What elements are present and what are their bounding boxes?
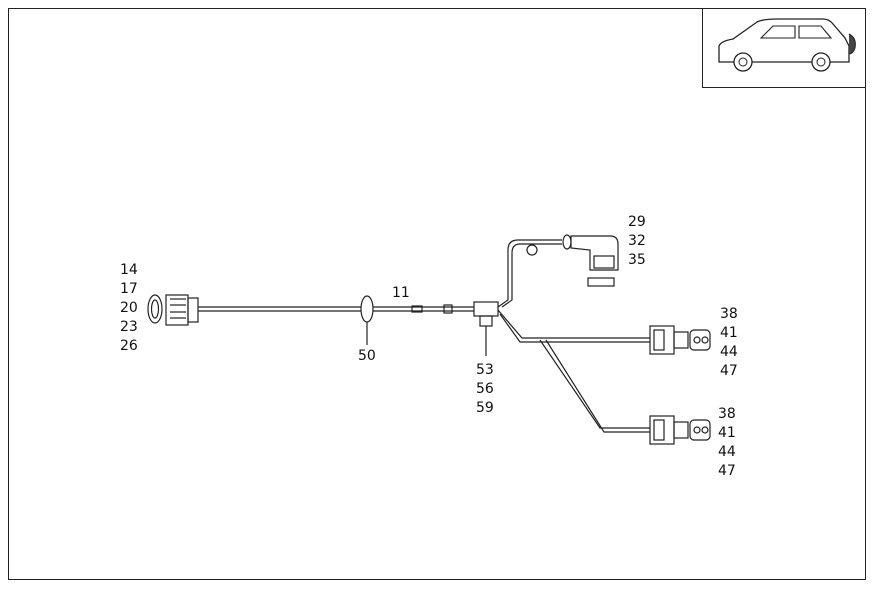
callout-17: 17 — [120, 281, 138, 297]
callout-41: 41 — [720, 325, 738, 341]
callout-44-lower: 44 — [718, 444, 736, 460]
car-rear-location-icon — [718, 18, 856, 72]
callout-41-lower: 41 — [718, 425, 736, 441]
rear-round-connector — [147, 294, 199, 326]
callout-clip: 50 — [358, 348, 376, 364]
junction-block — [473, 301, 499, 356]
callout-47-lower: 47 — [718, 463, 736, 479]
callout-29: 29 — [628, 214, 646, 230]
callout-38: 38 — [720, 306, 738, 322]
drawing-frame — [8, 8, 866, 580]
callout-44: 44 — [720, 344, 738, 360]
lower-branch-wire — [539, 339, 711, 445]
callout-junction: 53 56 59 — [476, 361, 494, 418]
callout-26: 26 — [120, 338, 138, 354]
callout-upper-plug: 38 41 44 47 — [720, 305, 738, 381]
main-harness-wire — [198, 304, 478, 314]
callout-38-lower: 38 — [718, 406, 736, 422]
callout-32: 32 — [628, 233, 646, 249]
sensor-branch-wire — [497, 234, 619, 308]
callout-20: 20 — [120, 300, 138, 316]
callout-sensor-connector: 29 32 35 — [628, 213, 646, 270]
cable-clip — [360, 295, 374, 345]
callout-35: 35 — [628, 252, 646, 268]
callout-53: 53 — [476, 362, 494, 378]
callout-main-harness: 11 — [392, 285, 410, 301]
callout-lower-plug: 38 41 44 47 — [718, 405, 736, 481]
callout-23: 23 — [120, 319, 138, 335]
callout-47: 47 — [720, 363, 738, 379]
callout-14: 14 — [120, 262, 138, 278]
callout-56: 56 — [476, 381, 494, 397]
callout-rear-connector: 14 17 20 23 26 — [120, 261, 138, 356]
vehicle-thumbnail — [702, 8, 866, 88]
callout-59: 59 — [476, 400, 494, 416]
upper-branch-wire — [497, 309, 711, 355]
